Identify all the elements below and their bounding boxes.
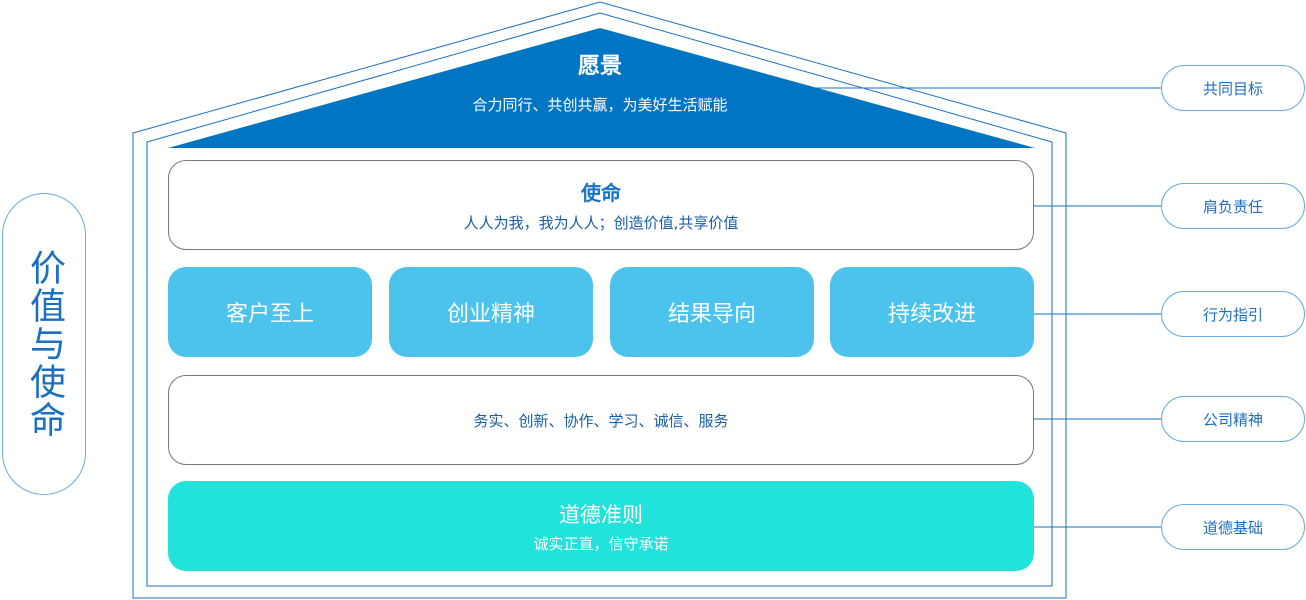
value-box: 持续改进 <box>830 267 1034 357</box>
side-label-goal: 共同目标 <box>1161 65 1305 111</box>
ethics-box: 道德准则 诚实正直，信守承诺 <box>168 481 1034 571</box>
spirit-text: 务实、创新、协作、学习、诚信、服务 <box>473 411 729 430</box>
vision-text: 合力同行、共创共赢，为美好生活赋能 <box>472 96 728 114</box>
value-label: 结果导向 <box>667 302 756 327</box>
value-box: 结果导向 <box>610 267 814 357</box>
mission-text: 人人为我，我为人人；创造价值,共享价值 <box>463 214 739 232</box>
value-label: 客户至上 <box>225 302 314 327</box>
side-label-responsibility: 肩负责任 <box>1161 183 1305 229</box>
side-label-spirit: 公司精神 <box>1161 396 1305 442</box>
value-label: 创业精神 <box>446 302 535 327</box>
left-label-pill: 价值与使命 <box>2 193 86 495</box>
value-box: 创业精神 <box>389 267 593 357</box>
side-label-guidance: 行为指引 <box>1161 291 1305 337</box>
vision-title: 愿景 <box>577 54 622 79</box>
mission-box: 使命 人人为我，我为人人；创造价值,共享价值 <box>168 160 1034 250</box>
mission-title: 使命 <box>581 181 621 205</box>
ethics-text: 诚实正直，信守承诺 <box>533 534 669 553</box>
ethics-title: 道德准则 <box>559 502 643 527</box>
left-label: 价值与使命 <box>24 249 65 439</box>
vision-roof <box>168 28 1035 148</box>
side-label-ethics: 道德基础 <box>1161 504 1305 550</box>
spirit-box: 务实、创新、协作、学习、诚信、服务 <box>168 375 1034 465</box>
value-box: 客户至上 <box>168 267 372 357</box>
value-label: 持续改进 <box>887 302 976 327</box>
